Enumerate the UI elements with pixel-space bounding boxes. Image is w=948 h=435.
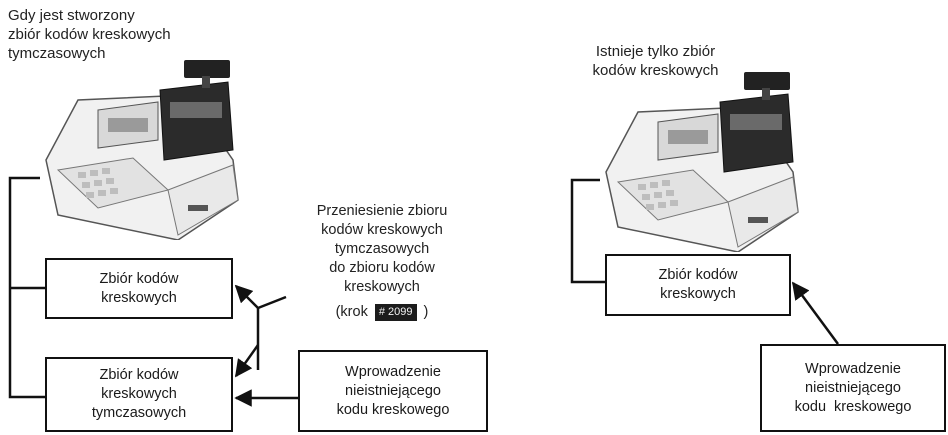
transfer-arrow-from-temp — [258, 297, 286, 308]
step-code-badge: # 2099 — [375, 304, 417, 321]
right-input-arrow — [793, 283, 838, 344]
transfer-arrow-to-main — [236, 286, 258, 308]
step-reference: (krok # 2099 ) — [290, 303, 474, 322]
cash-register-image — [598, 52, 813, 252]
left-barcode-set-box: Zbiór kodów kreskowych — [45, 258, 233, 319]
left-temp-barcode-set-box: Zbiór kodów kreskowych tymczasowych — [45, 357, 233, 432]
left-input-box: Wprowadzenie nieistniejącego kodu kresko… — [298, 350, 488, 432]
transfer-label: Przeniesienie zbioru kodów kreskowych ty… — [290, 202, 474, 322]
right-barcode-set-box: Zbiór kodów kreskowych — [605, 254, 791, 316]
right-input-box: Wprowadzenie nieistniejącego kodu kresko… — [760, 344, 946, 432]
transfer-arrow-to-temp-top — [236, 345, 258, 376]
cash-register-image — [38, 40, 253, 240]
